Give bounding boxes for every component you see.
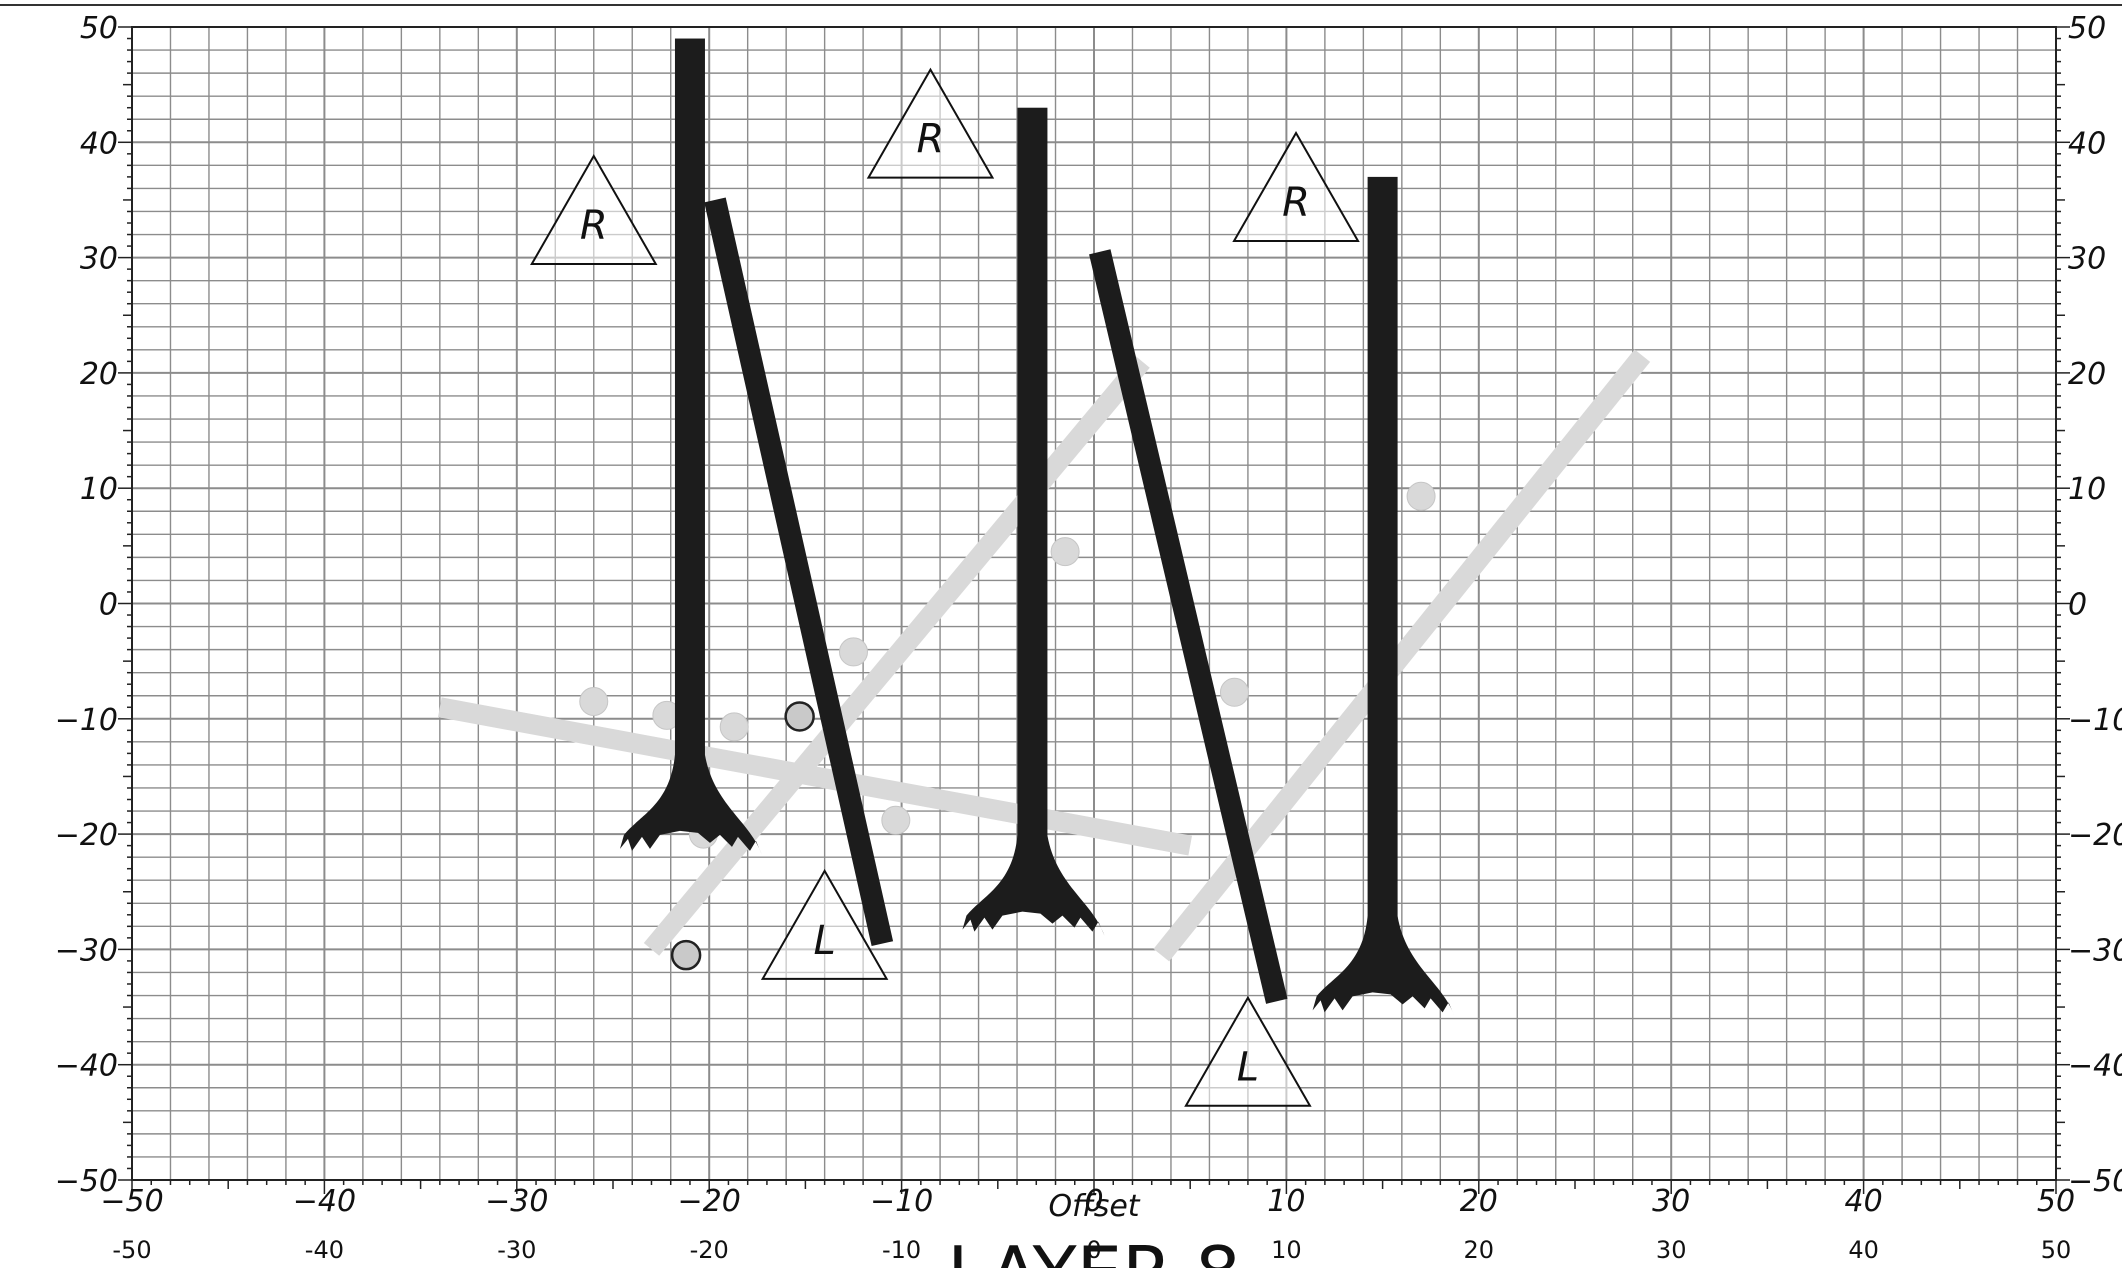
x-tick-label-italic: −20: [678, 1184, 741, 1219]
y-tick-label-right: 50: [2068, 11, 2106, 46]
outlined-dot: [784, 701, 815, 732]
y-tick-label-right: 40: [2068, 126, 2106, 161]
x-tick-label-plain: 20: [1464, 1236, 1495, 1264]
outlined-dots: [670, 701, 815, 971]
x-tick-label-italic: 40: [1845, 1184, 1883, 1219]
y-tick-label-right: 0: [2068, 588, 2087, 623]
x-tick-label-plain: 10: [1271, 1236, 1302, 1264]
x-tick-label-plain: -20: [690, 1236, 729, 1264]
x-tick-label-italic: 50: [2037, 1184, 2075, 1219]
gray-dot: [1406, 481, 1436, 511]
marker-label: L: [1237, 1045, 1259, 1091]
y-tick-label-right: 10: [2068, 472, 2106, 507]
stem-bar: [1017, 107, 1048, 846]
gray-dot: [719, 712, 749, 742]
y-tick-label-left: 40: [80, 126, 118, 161]
y-tick-label-left: −10: [55, 703, 118, 738]
dark-bars: [619, 38, 1455, 1017]
x-tick-label-italic: 20: [1460, 1184, 1498, 1219]
grid-lines: [0, 4, 2122, 1181]
x-tick-label-plain: -10: [882, 1236, 921, 1264]
x-tick-label-plain: -30: [497, 1236, 536, 1264]
x-tick-label-italic: −30: [485, 1184, 548, 1219]
x-tick-label-plain: 50: [2041, 1236, 2072, 1264]
triangle-shape: [866, 67, 995, 179]
tick-labels: 50 50 40 40 30 30 20 20 10 10 0 0 −10 −10 −20 −20 −30 −30…: [55, 11, 2122, 1264]
marker-triangle-r: R: [866, 67, 995, 179]
x-tick-label-italic: −10: [870, 1184, 933, 1219]
y-tick-label-right: −10: [2068, 703, 2122, 738]
slanted-bar: [704, 197, 894, 947]
footer-caption: LAYER 8: [947, 1231, 1241, 1268]
y-tick-label-right: 30: [2068, 242, 2106, 277]
y-tick-label-left: −30: [55, 933, 118, 968]
y-tick-label-left: 10: [80, 472, 118, 507]
y-tick-label-left: −20: [55, 818, 118, 853]
marker-label: R: [917, 117, 945, 163]
x-tick-label-italic: 30: [1652, 1184, 1690, 1219]
y-tick-label-left: −40: [55, 1049, 118, 1084]
stem-bar: [674, 38, 705, 765]
triangle-shape: [1184, 995, 1312, 1107]
slanted-bar: [1089, 249, 1288, 1004]
y-tick-label-right: −50: [2068, 1164, 2122, 1199]
triangle-shape: [530, 154, 658, 266]
x-tick-label-italic: −40: [293, 1184, 356, 1219]
y-tick-label-right: −40: [2068, 1049, 2122, 1084]
x-tick-label-plain: 0: [1086, 1236, 1101, 1264]
x-tick-label-plain: -40: [305, 1236, 344, 1264]
gray-line: [643, 354, 1150, 956]
x-axis-label: Offset: [1048, 1189, 1140, 1224]
x-tick-label-italic: 0: [1084, 1184, 1103, 1219]
marker-triangle-l: L: [1184, 995, 1312, 1107]
gray-dot: [579, 687, 609, 717]
y-tick-label-right: 20: [2068, 357, 2106, 392]
y-tick-label-left: −50: [55, 1164, 118, 1199]
gray-dot: [1219, 677, 1249, 707]
marker-triangle-r: R: [530, 154, 658, 266]
y-tick-label-left: 20: [80, 357, 118, 392]
triangle-shape: [760, 868, 889, 980]
root-base: [962, 835, 1105, 936]
y-tick-label-right: −30: [2068, 933, 2122, 968]
y-tick-label-left: 30: [80, 242, 118, 277]
gray-dot: [839, 637, 868, 667]
triangle-shape: [1232, 130, 1360, 242]
outlined-dot: [670, 939, 702, 971]
gray-dot: [1050, 537, 1080, 567]
gray-line: [438, 697, 1193, 856]
marker-triangle-r: R: [1232, 130, 1360, 242]
y-tick-label-left: 50: [80, 11, 118, 46]
marker-label: L: [813, 918, 835, 964]
gray-dot: [881, 805, 911, 835]
root-base: [1312, 916, 1455, 1017]
marker-label: R: [1282, 180, 1310, 226]
y-tick-label-left: 0: [99, 588, 118, 623]
x-tick-label-plain: 30: [1656, 1236, 1687, 1264]
x-tick-label-italic: 10: [1267, 1184, 1305, 1219]
marker-label: R: [580, 203, 608, 249]
root-base: [619, 754, 762, 855]
y-tick-label-right: −20: [2068, 818, 2122, 853]
x-tick-label-plain: -50: [112, 1236, 151, 1264]
x-tick-label-italic: −50: [100, 1184, 163, 1219]
marker-triangle-l: L: [760, 868, 889, 980]
stem-bar: [1367, 176, 1398, 927]
x-tick-label-plain: 40: [1848, 1236, 1879, 1264]
triangle-markers: R R R L L: [530, 67, 1360, 1107]
